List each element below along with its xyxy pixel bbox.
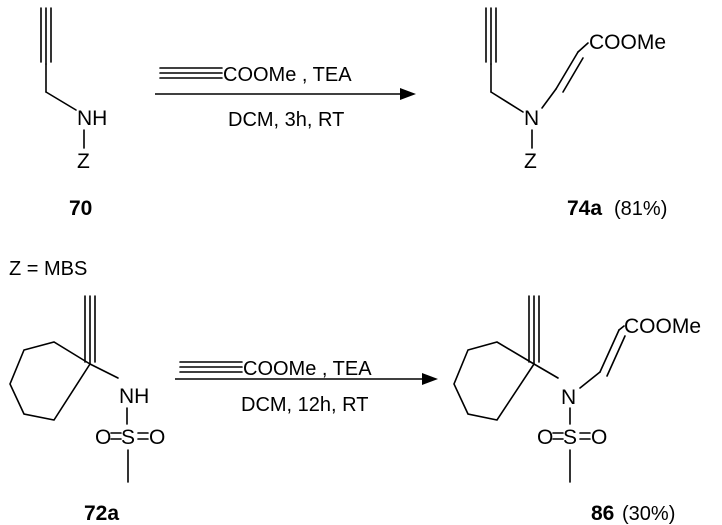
n-atom: N xyxy=(524,107,539,130)
reaction-arrow-1: COOMe , TEA DCM, 3h, RT xyxy=(155,64,416,131)
o-right-72a: O xyxy=(149,426,165,449)
yield-86: (30%) xyxy=(622,503,675,525)
z-atom: Z xyxy=(77,150,90,173)
reagents-2: COOMe , TEA xyxy=(243,358,372,380)
yield-74a: (81%) xyxy=(614,198,667,220)
conditions-2: DCM, 12h, RT xyxy=(241,394,368,416)
reaction-arrow-2: COOMe , TEA DCM, 12h, RT xyxy=(175,358,438,416)
substituent-note: Z = MBS xyxy=(9,258,87,280)
s-atom-86: S xyxy=(563,426,577,449)
z-atom-product: Z xyxy=(524,150,537,173)
compound-72a: NH O S O xyxy=(9,295,165,483)
compound-label-86: 86 xyxy=(591,502,614,525)
o-left-72a: O xyxy=(95,426,111,449)
reagents-1: COOMe , TEA xyxy=(223,64,352,86)
compound-74a: N COOMe Z xyxy=(485,7,666,173)
ester-group-86: COOMe xyxy=(624,315,701,338)
nh-atom: NH xyxy=(77,107,107,130)
conditions-1: DCM, 3h, RT xyxy=(228,109,344,131)
compound-86: N COOMe O S O xyxy=(453,295,701,483)
compound-label-74a: 74a xyxy=(567,197,602,220)
compound-label-70: 70 xyxy=(69,197,92,220)
nh-atom-72a: NH xyxy=(119,385,149,408)
o-left-86: O xyxy=(537,426,553,449)
o-right-86: O xyxy=(591,426,607,449)
ester-group: COOMe xyxy=(589,31,666,54)
compound-label-72a: 72a xyxy=(84,502,119,525)
s-atom-72a: S xyxy=(121,426,135,449)
compound-70: NH Z xyxy=(40,7,107,173)
n-atom-86: N xyxy=(561,386,576,409)
